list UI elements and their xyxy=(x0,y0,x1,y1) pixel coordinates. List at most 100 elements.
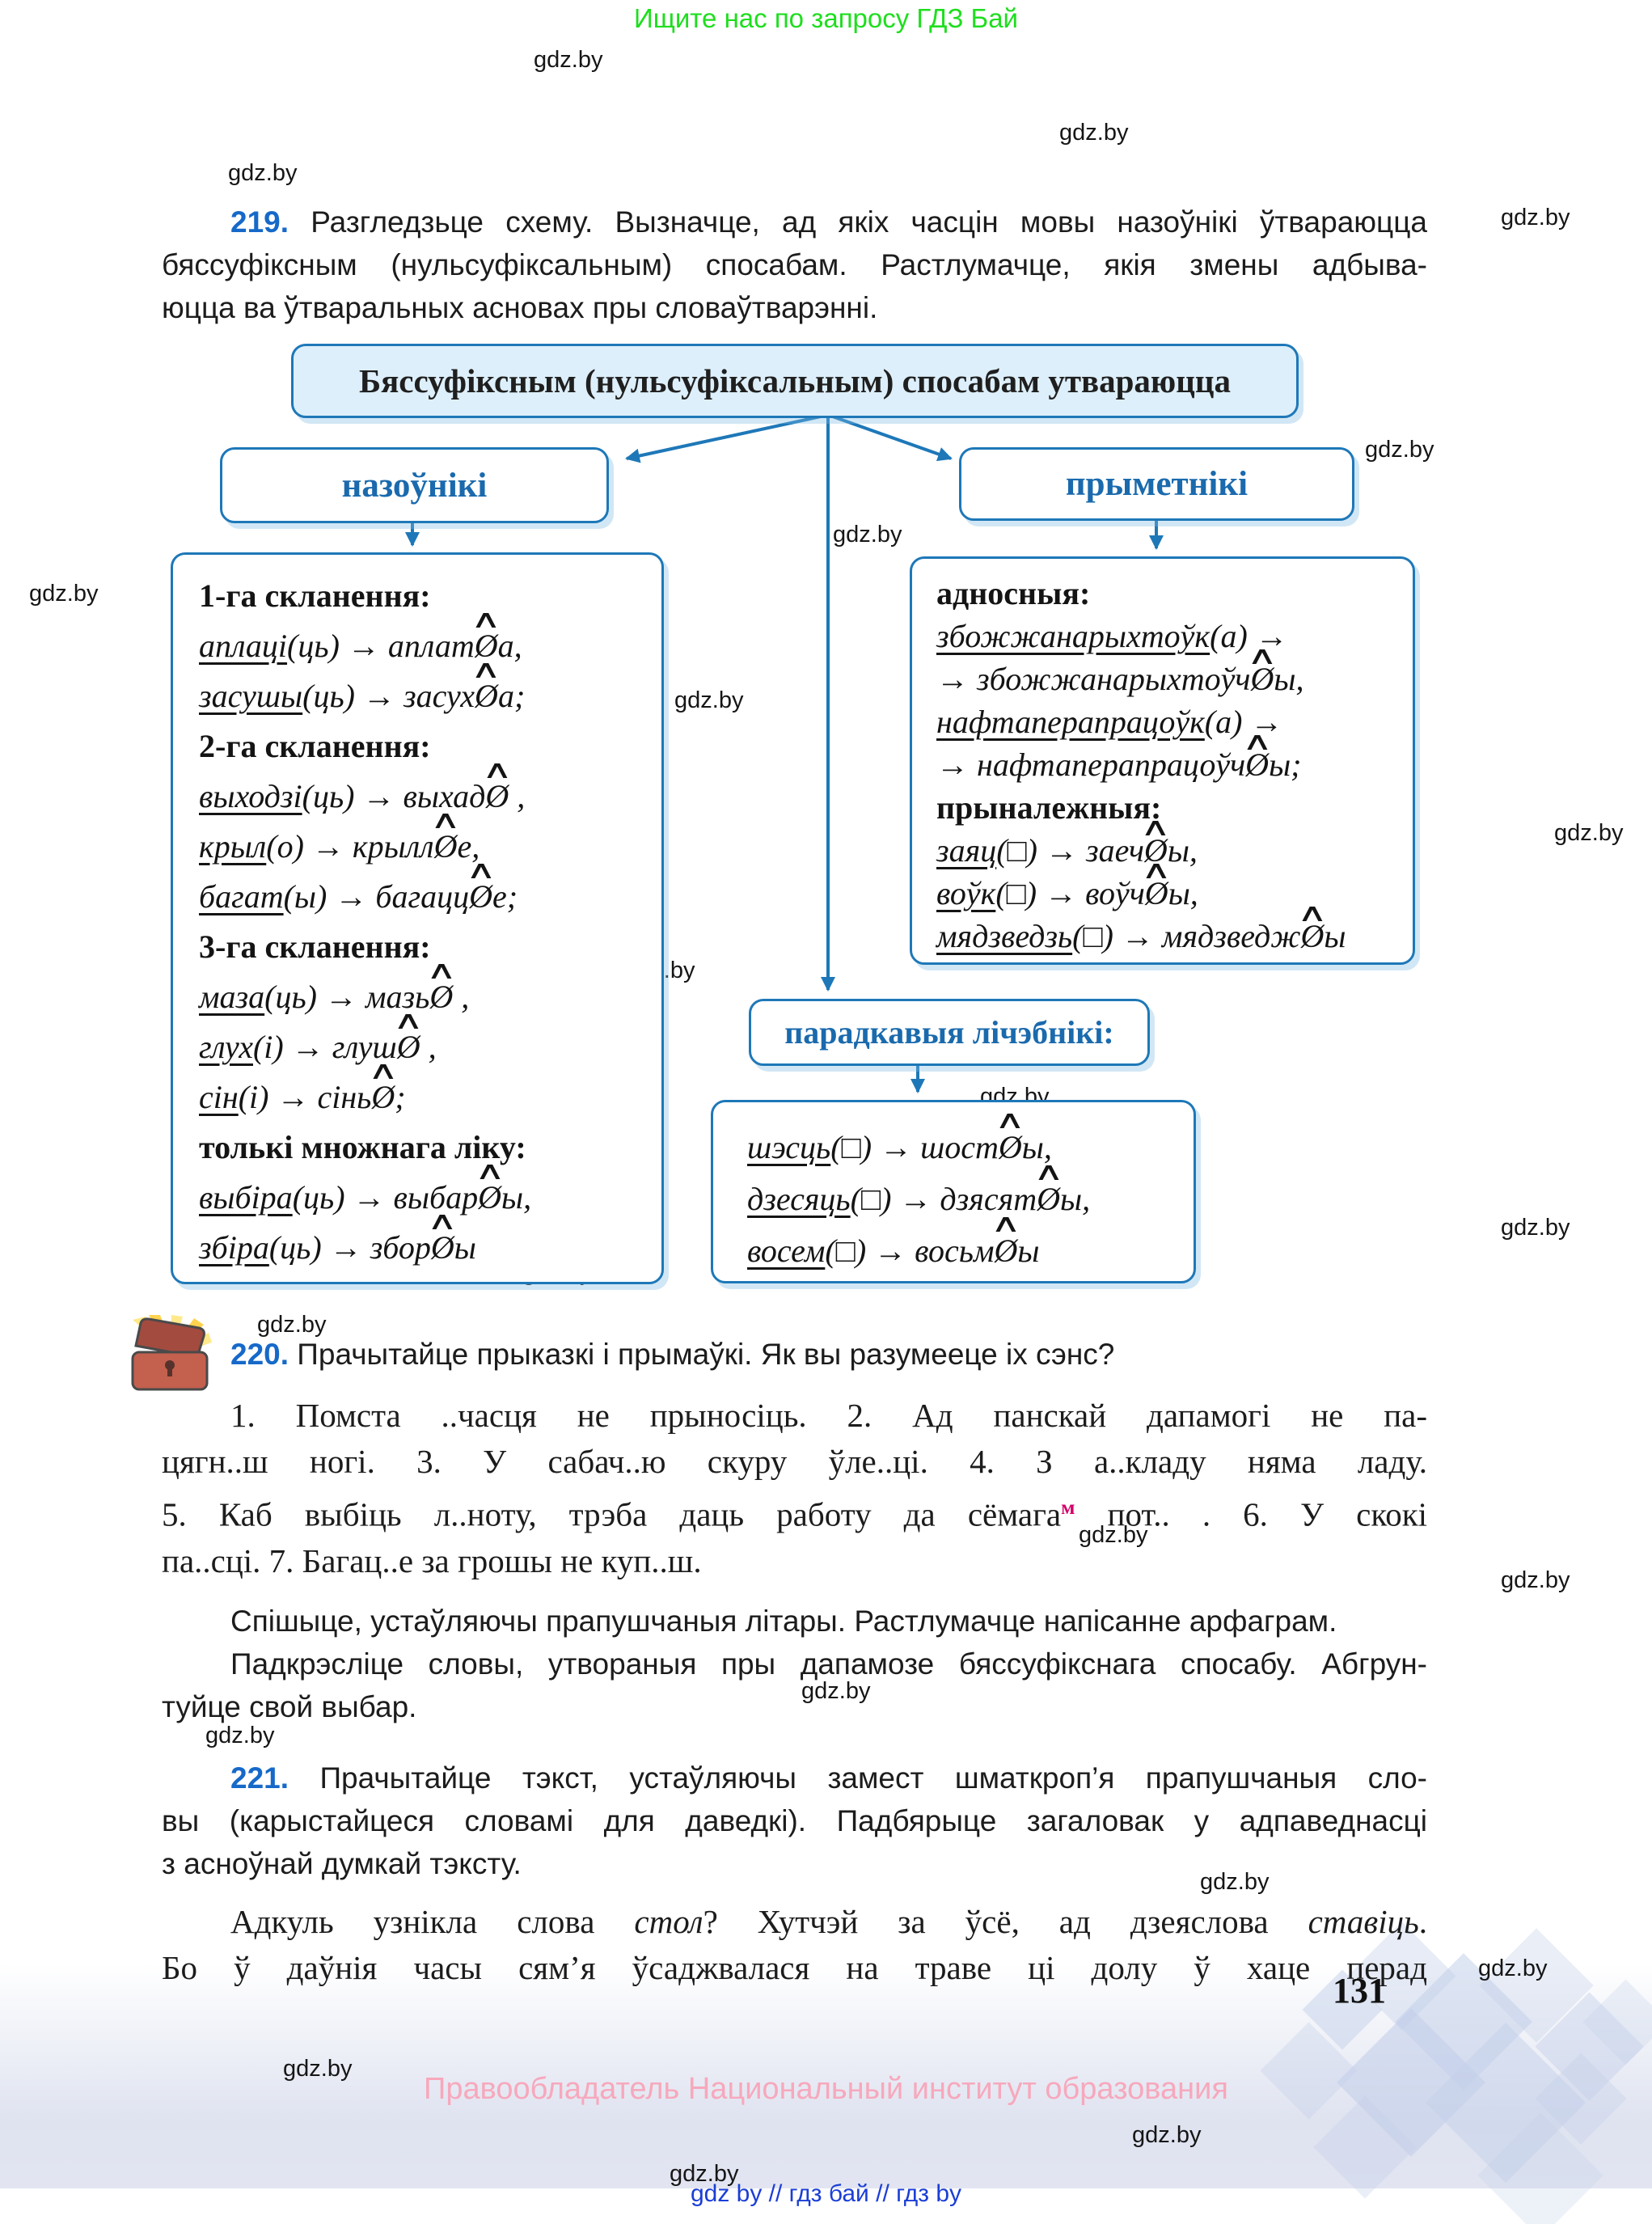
exercise-220-instruction-1: Спішыце, устаўляючы прапушчаныя літары. … xyxy=(162,1600,1427,1643)
suffix-hat-icon: ∧ xyxy=(1296,898,1329,927)
text-line: 5. Каб выбіць л..ноту, трэба даць работу… xyxy=(162,1485,1427,1538)
watermark: gdz.by xyxy=(801,1678,871,1704)
text-line: → збожжанарыхтоўч∧Øы, xyxy=(936,643,1406,700)
text-segment: (□) → шост xyxy=(830,1129,999,1165)
underlined-stem: збожжанарыхтоўк xyxy=(936,618,1210,654)
suffix-hat-icon: ∧ xyxy=(470,604,502,633)
text-line: шэсць(□) → шост∧Øы, xyxy=(747,1105,1187,1173)
suffix-hat-icon: ∧ xyxy=(429,805,462,834)
suffix-hat-icon: ∧ xyxy=(1139,812,1172,841)
watermark: gdz.by xyxy=(1079,1522,1148,1548)
watermark: gdz.by xyxy=(228,160,298,186)
text-segment: ы, xyxy=(501,1179,532,1216)
zero-suffix-sign: ∧Ø xyxy=(471,654,502,714)
text-segment: Прачытайце прыказкі і прымаўкі. Як вы ра… xyxy=(289,1338,1115,1371)
text-segment: ы, xyxy=(1167,832,1198,869)
suffix-hat-icon: ∧ xyxy=(994,1105,1026,1134)
text-line: нафтаперапрацоўк(а) → xyxy=(936,700,1406,743)
text-line: толькі множнага ліку: xyxy=(199,1123,653,1173)
text-line: цягн..ш ногі. 3. У сабач..ю скуру ўле..ц… xyxy=(162,1439,1427,1485)
watermark: gdz.by xyxy=(833,522,902,548)
watermark: gdz.by xyxy=(1501,205,1570,230)
text-line: 1-га скланення: xyxy=(199,571,653,621)
watermark: gdz.by xyxy=(1554,820,1624,846)
suffix-hat-icon: ∧ xyxy=(990,1208,1022,1237)
text-segment: ы; xyxy=(1269,746,1302,783)
watermark: gdz.by xyxy=(257,1312,327,1338)
group-heading: адносныя: xyxy=(936,575,1091,611)
suffix-hat-icon: ∧ xyxy=(465,855,496,884)
underlined-stem: заяц xyxy=(936,832,997,869)
scheme-title-box: Бяссуфіксным (нульсуфіксальным) спосабам… xyxy=(291,344,1299,418)
nouns-examples-box: 1-га скланення:аплаці(ць) → аплат∧Øа,зас… xyxy=(171,552,664,1284)
text-segment: юцца ва ўтваральных асновах пры словаўтв… xyxy=(162,291,878,324)
exercise-220-header: 220. Прачытайце прыказкі і прымаўкі. Як … xyxy=(162,1333,1427,1376)
exercise-number: 220. xyxy=(230,1338,289,1371)
watermark: gdz.by xyxy=(1501,1215,1570,1241)
text-segment: ы, xyxy=(1021,1129,1052,1165)
ordinals-label: парадкавыя лічэбнікі: xyxy=(784,1014,1114,1051)
text-line: 220. Прачытайце прыказкі і прымаўкі. Як … xyxy=(162,1333,1427,1376)
text-segment: (а) → xyxy=(1210,618,1288,654)
text-segment: а; xyxy=(497,678,526,714)
adjectives-examples-box: адносныя: збожжанарыхтоўк(а) →→ збожжанар… xyxy=(910,556,1415,965)
text-line: маза(ць) → мазь∧Ø , xyxy=(199,958,653,1022)
exercise-number: 219. xyxy=(230,205,289,239)
text-segment: Падкрэсліце словы, утвораныя пры дапамоз… xyxy=(230,1647,1427,1681)
zero-suffix-sign: ∧Ø xyxy=(429,805,462,865)
underlined-stem: выходзі xyxy=(199,778,302,814)
text-line: 221. Прачытайце тэкст, устаўляючы замест… xyxy=(162,1757,1427,1799)
text-line: аплаці(ць) → аплат∧Øа, xyxy=(199,604,653,671)
exercise-221-header: 221. Прачытайце тэкст, устаўляючы замест… xyxy=(162,1757,1427,1885)
text-segment: 1. Помста ..часця не прыносіць. 2. Ад па… xyxy=(230,1397,1427,1434)
text-segment: бяссуфіксным (нульсуфіксальным) спосабам… xyxy=(162,248,1427,281)
text-segment: Бо ў даўнія часы сям’я ўсаджвалася на тр… xyxy=(162,1949,1427,1986)
zero-suffix-sign: ∧Ø xyxy=(1139,812,1172,869)
text-segment: (і) → глуш xyxy=(252,1029,397,1065)
zero-suffix-sign: ∧Ø xyxy=(470,604,502,664)
text-segment: (ць) → выбар xyxy=(292,1179,479,1216)
text-line: прыналежныя: xyxy=(936,786,1406,829)
text-segment: (о) → крылл xyxy=(266,828,434,865)
suffix-hat-icon: ∧ xyxy=(474,1156,505,1185)
watermark: gdz.by xyxy=(283,2056,353,2082)
text-segment: (□) → заеч xyxy=(996,832,1144,869)
text-line: збожжанарыхтоўк(а) → xyxy=(936,615,1406,657)
text-segment: пот.. . 6. У скокі xyxy=(1075,1495,1428,1533)
text-line: дзесяць(□) → дзясят∧Øы, xyxy=(747,1156,1187,1225)
text-segment: е, xyxy=(457,828,480,865)
text-segment: ы xyxy=(1324,918,1346,954)
text-line: выходзі(ць) → выхад∧Ø , xyxy=(199,755,653,822)
text-line: 219. Разгледзьце схему. Вызначце, ад які… xyxy=(162,201,1427,243)
text-segment: (ы) → багацц xyxy=(283,878,470,915)
watermark: gdz.by xyxy=(674,687,744,713)
text-segment: стол xyxy=(634,1903,703,1940)
text-segment: цягн..ш ногі. 3. У сабач..ю скуру ўле..ц… xyxy=(162,1443,1427,1480)
text-line: па..сці. 7. Багац..е за грошы не куп..ш. xyxy=(162,1538,1427,1584)
underlined-stem: восем xyxy=(747,1233,826,1269)
suffix-hat-icon: ∧ xyxy=(1033,1156,1064,1186)
zero-suffix-sign: ∧Ø xyxy=(1296,898,1329,954)
suffix-hat-icon: ∧ xyxy=(367,1055,399,1085)
zero-suffix-sign: ∧Ø xyxy=(481,755,513,814)
text-segment: Спішыце, устаўляючы прапушчаныя літары. … xyxy=(230,1605,1337,1638)
footer-links[interactable]: gdz by // гдз бай // гдз by xyxy=(690,2180,962,2207)
underlined-stem: воўк xyxy=(936,875,996,911)
text-segment: ы, xyxy=(1059,1181,1091,1217)
text-segment: ы xyxy=(1017,1233,1040,1269)
watermark: gdz.by xyxy=(1478,1956,1548,1981)
copyright-line: Правообладатель Национальный институт об… xyxy=(424,2072,1228,2106)
text-segment: (ць) → мазь xyxy=(264,979,430,1015)
suffix-hat-icon: ∧ xyxy=(1241,726,1274,755)
watermark: gdz.by xyxy=(534,47,603,73)
group-heading: толькі множнага ліку: xyxy=(199,1129,526,1165)
text-line: 1. Помста ..часця не прыносіць. 2. Ад па… xyxy=(162,1393,1427,1439)
zero-suffix-sign: ∧Ø xyxy=(994,1105,1026,1165)
zero-suffix-sign: ∧Ø xyxy=(1033,1156,1064,1217)
text-segment: ы, xyxy=(1168,875,1198,911)
zero-suffix-sign: ∧Ø xyxy=(474,1156,505,1216)
text-line: Бо ў даўнія часы сям’я ўсаджвалася на тр… xyxy=(162,1945,1427,1991)
ordinals-label-box: парадкавыя лічэбнікі: xyxy=(749,999,1150,1066)
suffix-hat-icon: ∧ xyxy=(1246,641,1278,670)
